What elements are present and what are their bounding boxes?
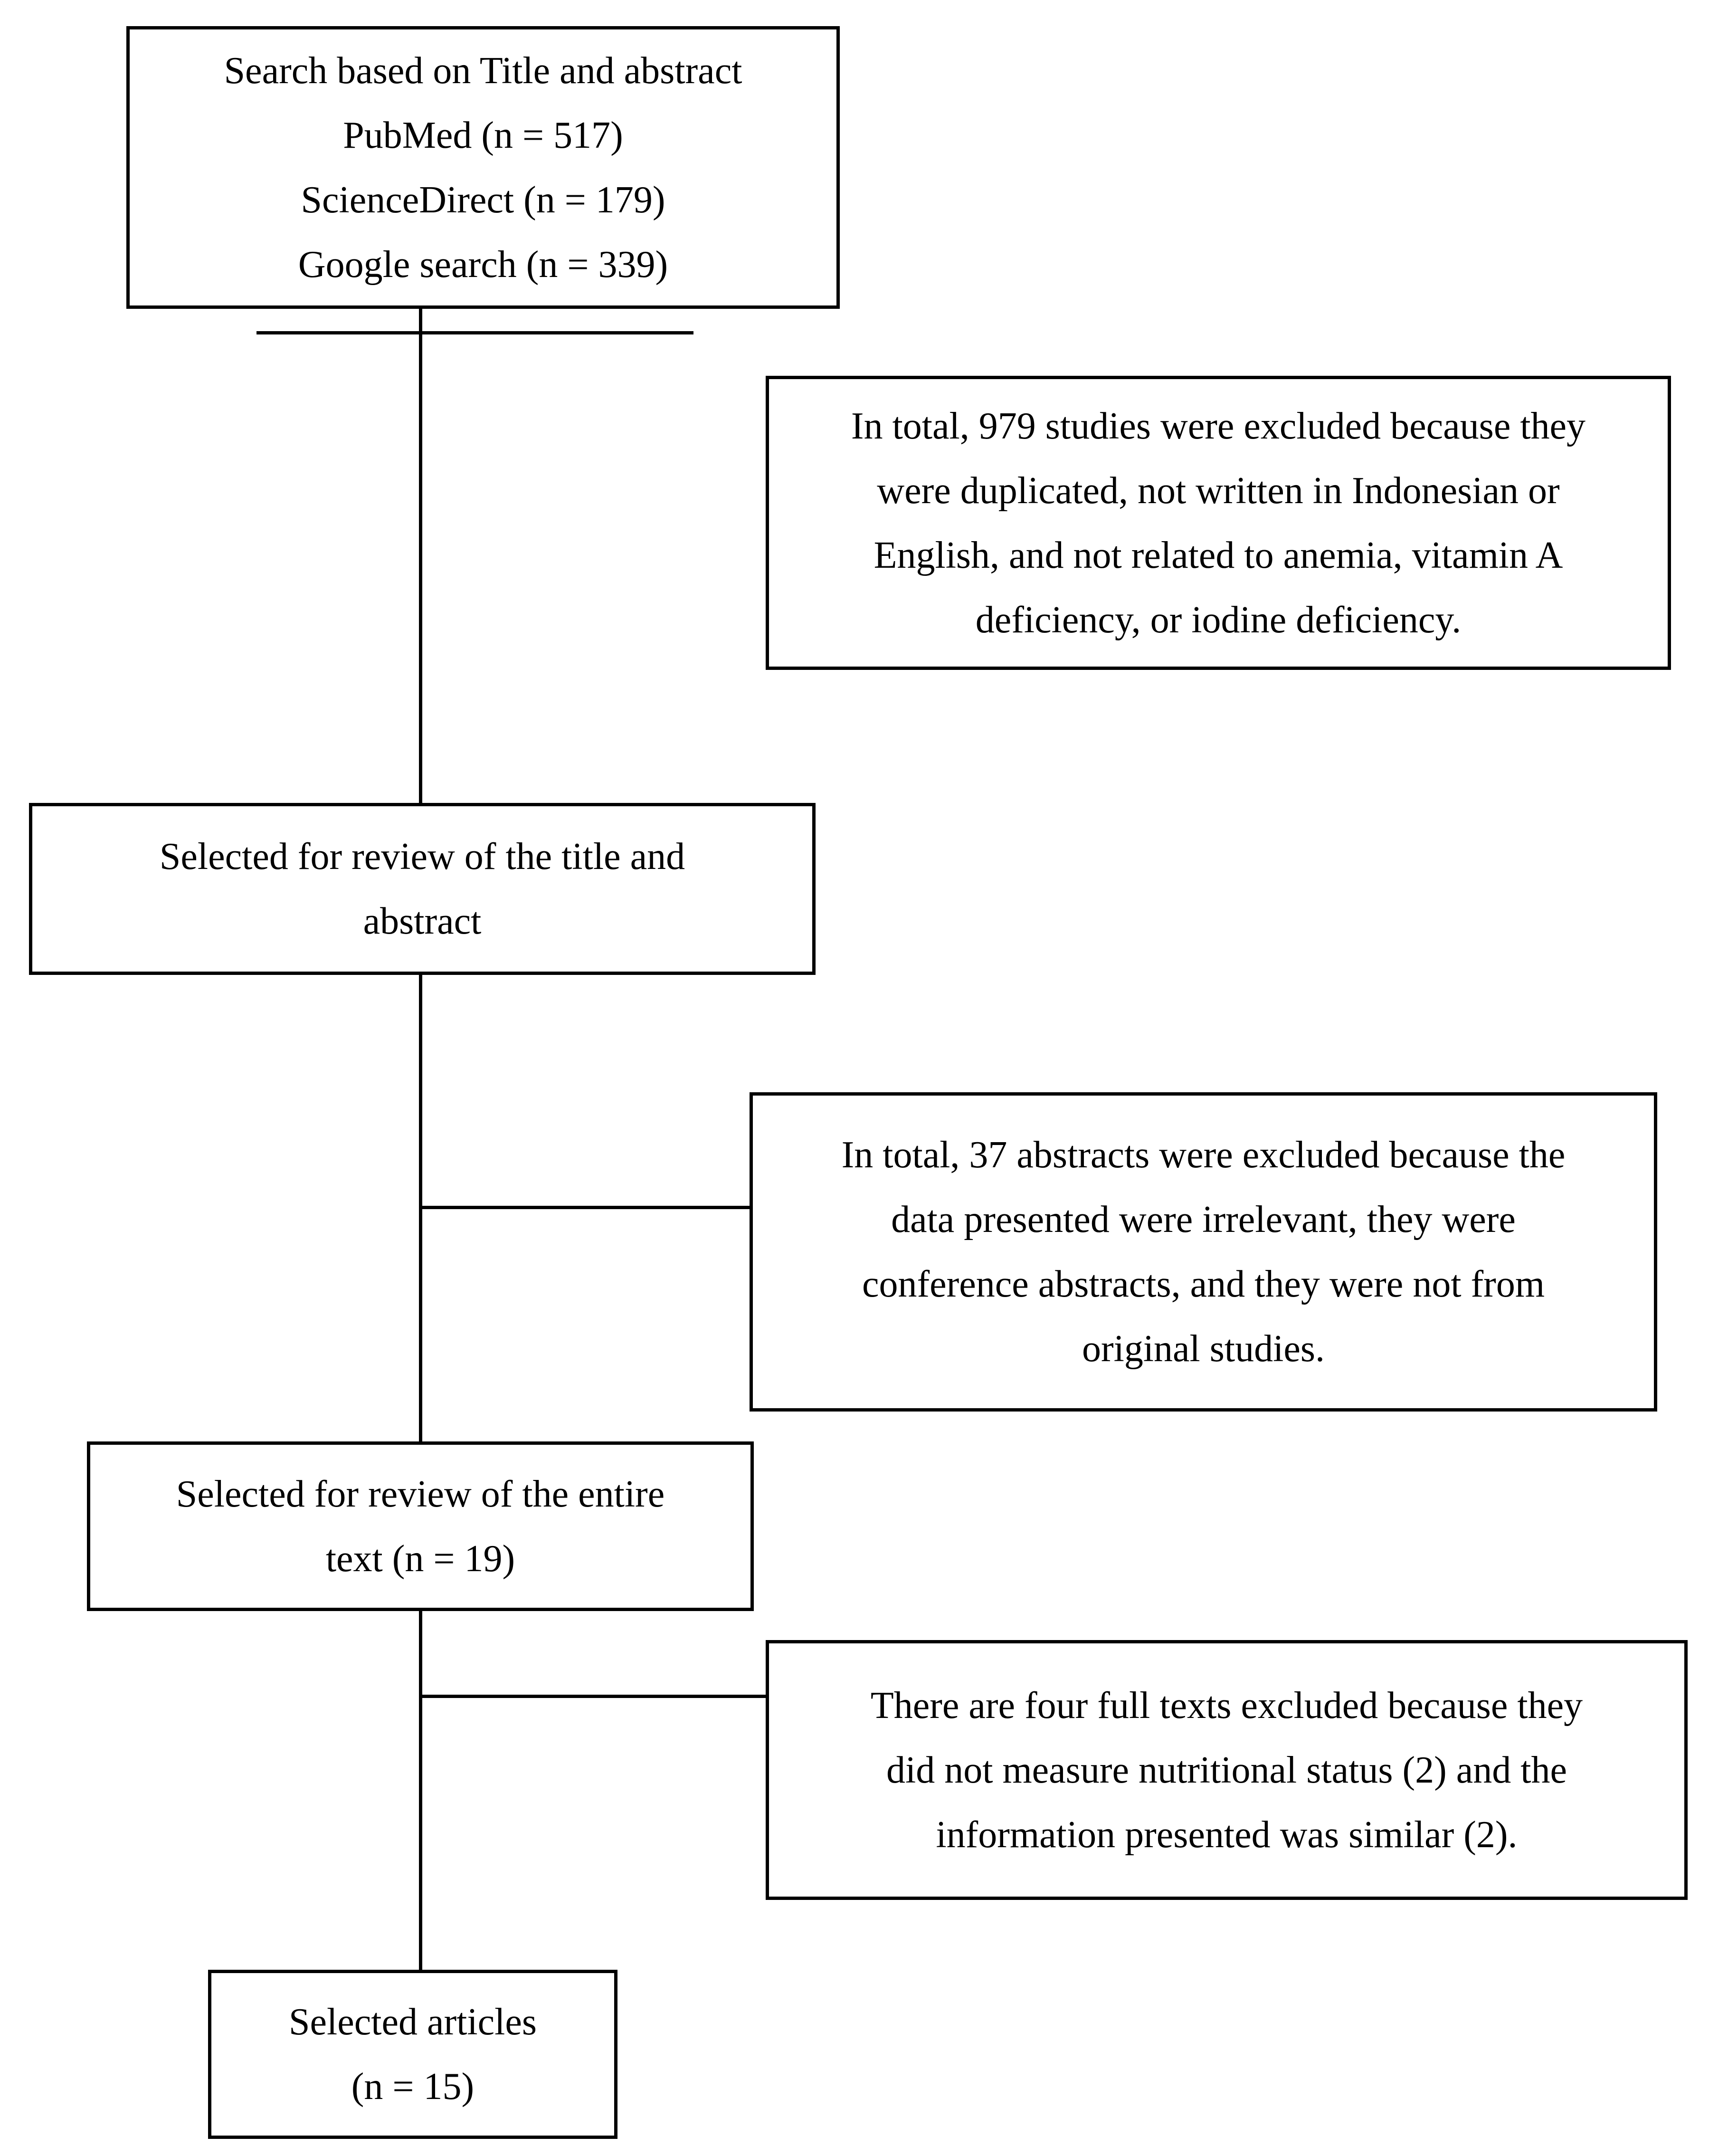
exclusion-3-text: There are four full texts excluded becau… bbox=[871, 1673, 1583, 1867]
exclusion-2-text: In total, 37 abstracts were excluded bec… bbox=[842, 1123, 1566, 1381]
selected-articles-line-1: Selected articles bbox=[289, 2001, 537, 2043]
exclusion-1-line-2: were duplicated, not written in Indonesi… bbox=[877, 469, 1560, 512]
exclusion-box-3: There are four full texts excluded becau… bbox=[766, 1640, 1688, 1900]
exclusion-box-2: In total, 37 abstracts were excluded bec… bbox=[750, 1092, 1657, 1412]
branch-line-exclusion-2 bbox=[419, 1206, 751, 1209]
full-text-line-2: text (n = 19) bbox=[325, 1537, 515, 1580]
full-text-review-box: Selected for review of the entire text (… bbox=[87, 1441, 754, 1611]
exclusion-1-line-4: deficiency, or iodine deficiency. bbox=[975, 599, 1462, 641]
search-box: Search based on Title and abstract PubMe… bbox=[126, 26, 840, 309]
exclusion-2-line-2: data presented were irrelevant, they wer… bbox=[891, 1199, 1516, 1240]
exclusion-1-line-3: English, and not related to anemia, vita… bbox=[873, 534, 1563, 576]
exclusion-3-line-2: did not measure nutritional status (2) a… bbox=[886, 1749, 1567, 1791]
exclusion-3-line-1: There are four full texts excluded becau… bbox=[870, 1684, 1583, 1727]
title-abstract-line-2: abstract bbox=[363, 900, 482, 942]
full-text-review-text: Selected for review of the entire text (… bbox=[176, 1462, 665, 1591]
search-line-1: Search based on Title and abstract bbox=[224, 49, 742, 92]
exclusion-box-1: In total, 979 studies were excluded beca… bbox=[766, 376, 1671, 670]
selected-articles-line-2: (n = 15) bbox=[351, 2066, 475, 2108]
search-line-4: Google search (n = 339) bbox=[298, 243, 668, 286]
exclusion-3-line-3: information presented was similar (2). bbox=[936, 1813, 1518, 1856]
selected-articles-text: Selected articles (n = 15) bbox=[289, 1990, 537, 2119]
full-text-line-1: Selected for review of the entire bbox=[176, 1473, 665, 1515]
exclusion-2-line-3: conference abstracts, and they were not … bbox=[862, 1263, 1545, 1305]
title-abstract-review-box: Selected for review of the title and abs… bbox=[29, 803, 816, 975]
search-line-2: PubMed (n = 517) bbox=[343, 114, 623, 156]
search-line-3: ScienceDirect (n = 179) bbox=[301, 179, 665, 221]
branch-line-exclusion-3 bbox=[419, 1695, 768, 1698]
title-abstract-review-text: Selected for review of the title and abs… bbox=[160, 824, 685, 954]
exclusion-2-line-1: In total, 37 abstracts were excluded bec… bbox=[841, 1134, 1566, 1176]
main-vertical-line-3 bbox=[419, 1608, 422, 1970]
title-abstract-line-1: Selected for review of the title and bbox=[159, 836, 685, 878]
selected-articles-box: Selected articles (n = 15) bbox=[208, 1970, 617, 2139]
horizontal-tick-line bbox=[256, 331, 693, 334]
search-box-text: Search based on Title and abstract PubMe… bbox=[224, 38, 742, 297]
exclusion-1-text: In total, 979 studies were excluded beca… bbox=[851, 394, 1586, 652]
exclusion-2-line-4: original studies. bbox=[1082, 1328, 1325, 1370]
exclusion-1-line-1: In total, 979 studies were excluded beca… bbox=[851, 405, 1586, 447]
main-vertical-line-1 bbox=[419, 308, 422, 804]
